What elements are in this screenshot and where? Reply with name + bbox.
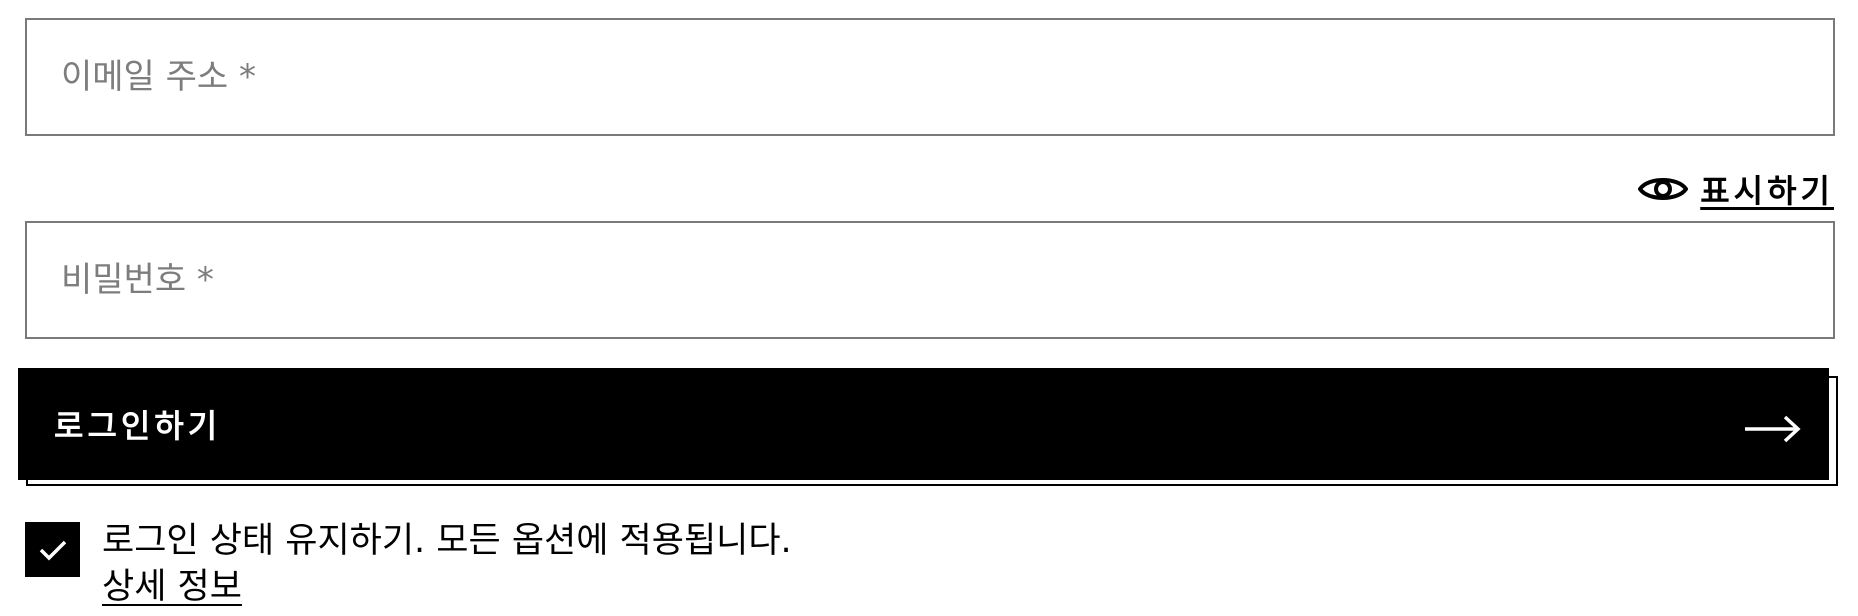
arrow-right-icon	[1745, 415, 1801, 443]
login-button-wrapper: 로그인하기	[18, 368, 1838, 486]
login-button[interactable]: 로그인하기	[18, 368, 1829, 480]
login-button-label: 로그인하기	[54, 407, 222, 445]
checkmark-icon	[39, 540, 66, 560]
show-password-toggle[interactable]: 표시하기	[1638, 166, 1834, 212]
remember-me-text-block: 로그인 상태 유지하기. 모든 옵션에 적용됩니다. 상세 정보	[102, 518, 792, 610]
email-input[interactable]	[27, 20, 1833, 134]
remember-me-checkbox[interactable]	[25, 522, 80, 577]
remember-me-label: 로그인 상태 유지하기. 모든 옵션에 적용됩니다.	[102, 521, 792, 561]
more-info-link[interactable]: 상세 정보	[102, 567, 242, 607]
remember-me-row: 로그인 상태 유지하기. 모든 옵션에 적용됩니다. 상세 정보	[25, 521, 792, 610]
show-password-label: 표시하기	[1700, 172, 1834, 210]
password-field-container	[25, 221, 1835, 339]
email-field-container	[25, 18, 1835, 136]
eye-icon	[1638, 178, 1689, 200]
password-input[interactable]	[27, 223, 1833, 337]
